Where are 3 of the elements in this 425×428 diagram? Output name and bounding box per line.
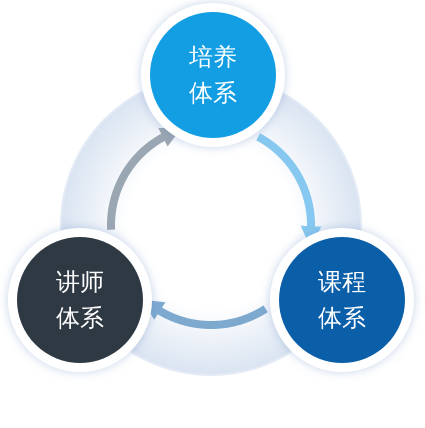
node-label: 讲师体系 — [56, 267, 104, 334]
node-label: 课程体系 — [318, 267, 366, 334]
node-label: 培养体系 — [189, 42, 237, 109]
